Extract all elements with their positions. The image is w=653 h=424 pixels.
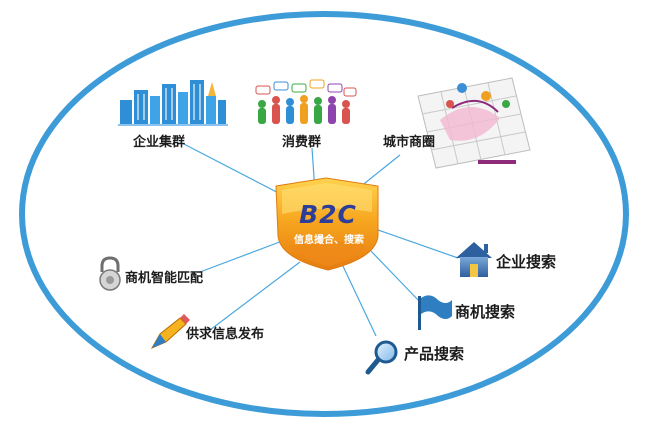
house-icon bbox=[456, 242, 492, 277]
flag-icon bbox=[418, 295, 452, 330]
label-consumer-group: 消费群 bbox=[282, 135, 322, 150]
connector-enterprise-cluster bbox=[179, 141, 293, 201]
lock-icon bbox=[99, 256, 121, 291]
connector-supply-demand bbox=[209, 261, 301, 331]
label-supply-demand-publish: 供求信息发布 bbox=[186, 327, 265, 342]
label-enterprise-search: 企业搜索 bbox=[496, 253, 557, 271]
label-opportunity-search: 商机搜索 bbox=[455, 303, 516, 321]
center-subtitle: 信息撮合、搜索 bbox=[294, 235, 364, 246]
buildings-icon bbox=[118, 80, 228, 126]
label-product-search: 产品搜索 bbox=[404, 345, 465, 363]
connector-enterprise-search bbox=[377, 229, 459, 259]
pencil-icon bbox=[150, 314, 190, 350]
connector-opportunity-search bbox=[369, 249, 421, 303]
label-enterprise-cluster: 企业集群 bbox=[133, 135, 186, 150]
connector-opportunity-matching bbox=[199, 239, 286, 273]
city-map-icon bbox=[417, 77, 531, 169]
center-title: B2C bbox=[299, 200, 357, 229]
center-shield bbox=[275, 177, 379, 271]
connector-product-search bbox=[341, 263, 377, 337]
people-crowd-icon bbox=[255, 79, 357, 124]
label-city-business-circle: 城市商圈 bbox=[383, 135, 436, 150]
label-opportunity-matching: 商机智能匹配 bbox=[125, 271, 204, 286]
magnifier-icon bbox=[365, 340, 398, 375]
